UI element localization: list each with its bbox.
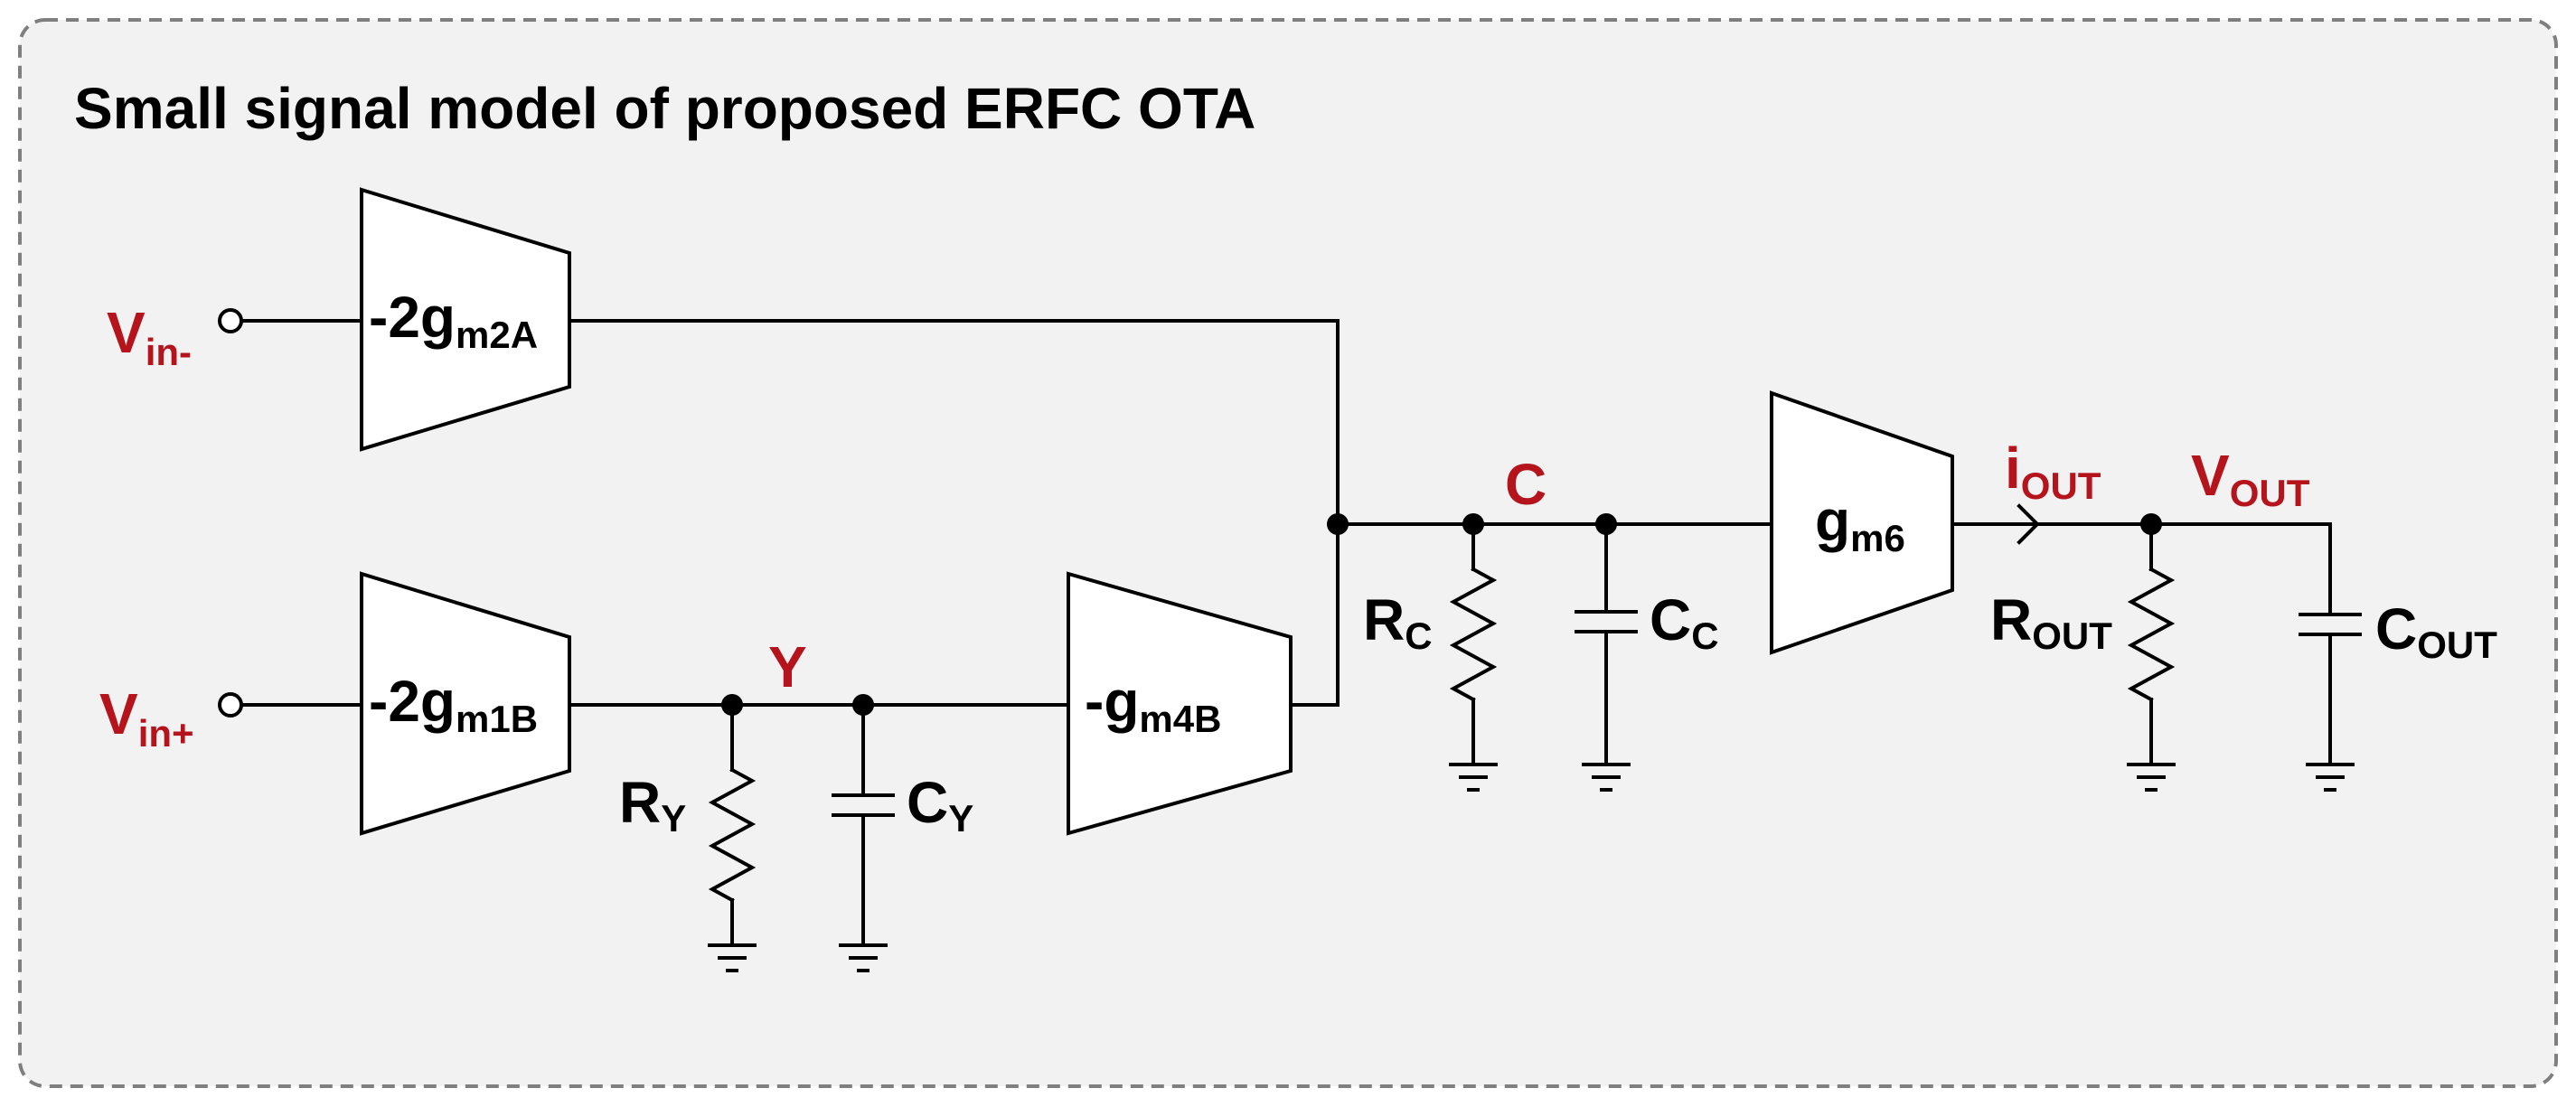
vin-minus-label: Vin- <box>107 300 192 373</box>
ground-icon <box>1449 763 1498 792</box>
ground-icon <box>839 943 888 972</box>
amplifier-gm4b <box>1067 571 1293 836</box>
capacitor-cout <box>2299 613 2362 766</box>
cout-label: COUT <box>2375 596 2497 666</box>
ground-icon <box>2127 763 2176 792</box>
diagram-title: Small signal model of proposed ERFC OTA <box>74 76 1255 141</box>
amplifier-gm6 <box>1770 390 1954 655</box>
amplifier-gm2a-label: -2gm2A <box>369 285 538 356</box>
junction-dot <box>1462 513 1484 535</box>
ry-label: RY <box>619 770 686 840</box>
capacitor-cc <box>1575 522 1638 766</box>
amplifier-gm1b <box>360 571 571 836</box>
capacitor-cy <box>832 703 895 947</box>
junction-dot <box>1327 513 1349 535</box>
node-c-label: C <box>1505 452 1547 517</box>
cy-label: CY <box>907 770 973 840</box>
diagram-frame <box>18 18 2558 1088</box>
vout-label: VOUT <box>2191 443 2310 514</box>
node-y-label: Y <box>768 634 807 699</box>
current-iout-label: iOUT <box>2005 436 2101 507</box>
junction-dot <box>721 694 743 716</box>
junction-dot <box>2140 513 2162 535</box>
rout-label: ROUT <box>1990 587 2112 657</box>
rc-label: RC <box>1363 587 1433 657</box>
amplifier-gm6-label: gm6 <box>1815 488 1905 559</box>
vin-minus-terminal-icon <box>218 308 243 333</box>
ground-icon <box>1582 763 1631 792</box>
amplifier-gm4b-label: -gm4B <box>1085 669 1221 740</box>
junction-dot <box>1595 513 1617 535</box>
vin-plus-label: Vin+ <box>99 681 194 755</box>
amplifier-gm1b-label: -2gm1B <box>369 669 538 740</box>
amplifier-gm2a <box>360 187 571 452</box>
ground-icon <box>708 943 757 972</box>
current-arrow-icon <box>2017 503 2040 545</box>
vin-plus-terminal-icon <box>218 692 243 718</box>
junction-dot <box>852 694 874 716</box>
ground-icon <box>2306 763 2355 792</box>
cc-label: CC <box>1650 587 1719 657</box>
